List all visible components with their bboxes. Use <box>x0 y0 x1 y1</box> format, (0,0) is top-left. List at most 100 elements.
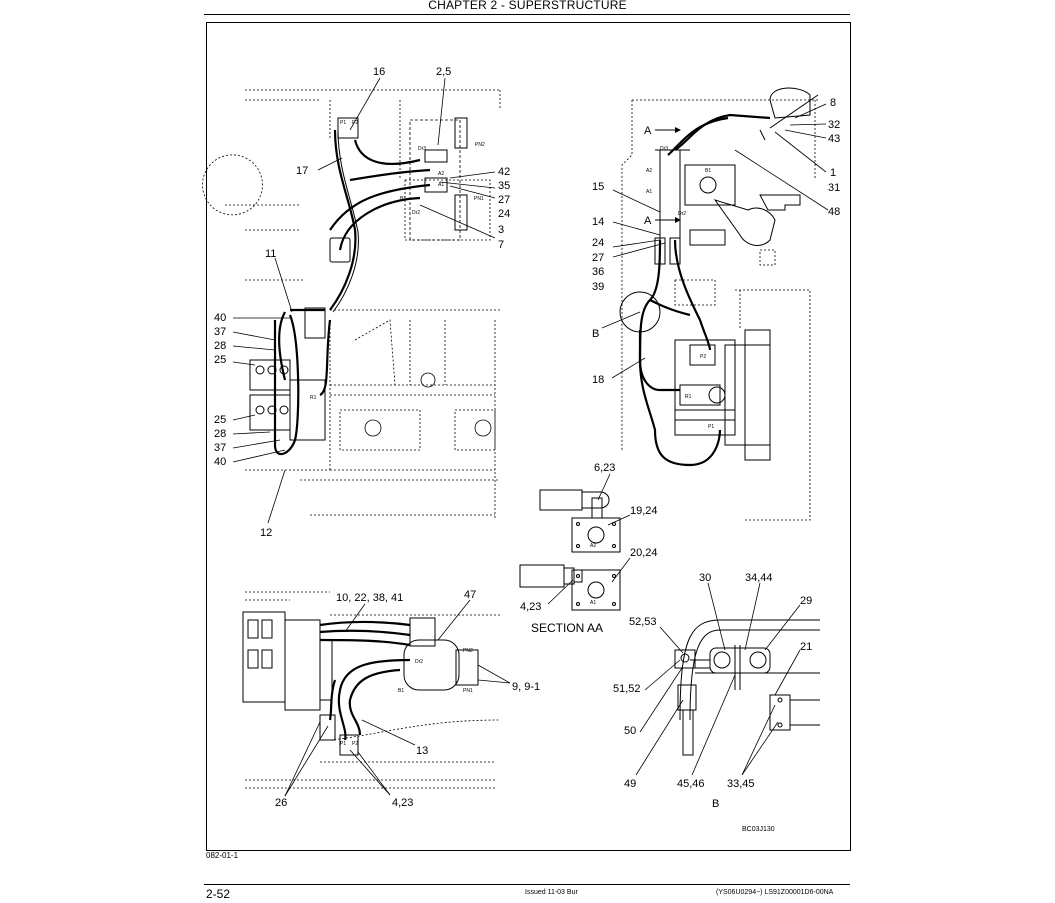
callout-48: 48 <box>828 206 840 218</box>
section-aa-view: A2 A1 <box>519 473 631 611</box>
port-label-dr2-bottom: Dr2 <box>415 659 423 665</box>
callout-35: 35 <box>498 180 510 192</box>
top-right-callouts: 8 32 43 1 31 48 A A 15 14 24 27 36 39 B … <box>592 97 840 386</box>
callout-24: 24 <box>498 208 510 220</box>
callout-34-44: 34,44 <box>745 572 773 584</box>
port-label-p1: P1 <box>340 120 346 126</box>
port-label-dr2: Dr2 <box>412 210 420 216</box>
footer-rule <box>204 884 850 885</box>
callout-15: 15 <box>592 181 604 193</box>
document-reference: (YS06U0294~) LS91Z00001D6-00NA <box>716 889 834 896</box>
callout-9-9-1: 9, 9-1 <box>512 681 540 693</box>
callout-10-22-38-41: 10, 22, 38, 41 <box>336 592 403 604</box>
view-a-label-bottom: A <box>644 215 652 227</box>
callout-40-top: 40 <box>214 312 226 324</box>
port-label-dr3: Dr3 <box>418 146 426 152</box>
callout-17: 17 <box>296 165 308 177</box>
callout-27-right: 27 <box>592 252 604 264</box>
detail-b-callouts: 30 34,44 29 52,53 21 51,52 50 49 45,46 3… <box>613 572 812 833</box>
callout-37-top: 37 <box>214 326 226 338</box>
callout-12: 12 <box>260 527 272 539</box>
callout-16: 16 <box>373 66 385 78</box>
section-aa-title: SECTION AA <box>531 621 603 635</box>
port-label-pn1: PN1 <box>474 196 484 202</box>
callout-42: 42 <box>498 166 510 178</box>
callout-21: 21 <box>800 641 812 653</box>
callout-33-45: 33,45 <box>727 778 755 790</box>
section-aa-callouts: 6,23 19,24 20,24 4,23 SECTION AA <box>520 462 658 635</box>
detail-b-view <box>635 582 820 776</box>
callout-25-bottom: 25 <box>214 414 226 426</box>
port-label-pn1-bottom: PN1 <box>463 688 473 694</box>
port-label-r1-right: R1 <box>685 394 692 400</box>
page-header-title: CHAPTER 2 - SUPERSTRUCTURE <box>428 0 627 12</box>
callout-28-top: 28 <box>214 340 226 352</box>
bottom-left-callouts: 10, 22, 38, 41 47 9, 9-1 13 26 4,23 <box>275 589 540 809</box>
callout-45-46: 45,46 <box>677 778 705 790</box>
callout-29: 29 <box>800 595 812 607</box>
callout-6-23: 6,23 <box>594 462 615 474</box>
callout-8: 8 <box>830 97 836 109</box>
callout-39: 39 <box>592 281 604 293</box>
callout-14: 14 <box>592 216 604 228</box>
callout-27: 27 <box>498 194 510 206</box>
bottom-left-view: Dr2 B1 PN2 PN1 P1 P2 <box>242 591 511 797</box>
callout-52-53: 52,53 <box>629 616 657 628</box>
port-label-p2-right: P2 <box>700 354 706 360</box>
callout-13: 13 <box>416 745 428 757</box>
callout-18: 18 <box>592 374 604 386</box>
callout-1: 1 <box>830 167 836 179</box>
callout-7: 7 <box>498 239 504 251</box>
port-label-b1-right: B1 <box>705 168 711 174</box>
figure-code: BC03J130 <box>742 826 775 833</box>
port-label-a2-section: A2 <box>590 543 596 549</box>
port-label-a1-section: A1 <box>590 600 596 606</box>
view-a-label-top: A <box>644 125 652 137</box>
callout-36: 36 <box>592 266 604 278</box>
callout-4-23-bottom: 4,23 <box>392 797 413 809</box>
callout-49: 49 <box>624 778 636 790</box>
port-label-a2: A2 <box>438 171 444 177</box>
top-left-view: P1 P2 Dr3 PN2 A2 A1 B1 PN1 Dr2 R1 <box>202 77 501 524</box>
header-rule <box>204 14 850 15</box>
callout-24-right: 24 <box>592 237 604 249</box>
port-label-b1: B1 <box>400 196 406 202</box>
callout-20-24: 20,24 <box>630 547 658 559</box>
port-label-b1-bottom: B1 <box>398 688 404 694</box>
callout-25-top: 25 <box>214 354 226 366</box>
callout-3: 3 <box>498 224 504 236</box>
issue-info: Issued 11-03 Bur <box>525 889 578 896</box>
port-label-dr2-right: Dr2 <box>678 211 686 217</box>
callout-30: 30 <box>699 572 711 584</box>
port-label-pn2-bottom: PN2 <box>463 648 473 654</box>
port-label-r1: R1 <box>310 395 317 401</box>
top-right-view: Dr3 A2 A1 B1 Dr2 P2 R1 P1 <box>601 87 829 521</box>
callout-11: 11 <box>265 248 276 260</box>
callout-4-23-section: 4,23 <box>520 601 541 613</box>
callout-19-24: 19,24 <box>630 505 658 517</box>
port-label-dr3-right: Dr3 <box>660 146 668 152</box>
callout-40-bottom: 40 <box>214 456 226 468</box>
port-label-a2-right: A2 <box>646 168 652 174</box>
callout-2-5: 2,5 <box>436 66 451 78</box>
port-label-p1-bottom: P1 <box>340 741 346 747</box>
callout-31: 31 <box>828 182 840 194</box>
callout-37-bottom: 37 <box>214 442 226 454</box>
callout-43: 43 <box>828 133 840 145</box>
figure-number: 082-01-1 <box>206 851 239 860</box>
callout-51-52: 51,52 <box>613 683 641 695</box>
callout-47: 47 <box>464 589 476 601</box>
port-label-a1-right: A1 <box>646 189 652 195</box>
callout-50: 50 <box>624 725 636 737</box>
port-label-a1: A1 <box>438 182 444 188</box>
callout-32: 32 <box>828 119 840 131</box>
callout-28-bottom: 28 <box>214 428 226 440</box>
view-b-marker: B <box>592 328 599 340</box>
port-label-p2-bottom: P2 <box>352 741 358 747</box>
top-left-callouts: 16 2,5 17 42 35 27 24 3 7 11 40 37 28 25… <box>214 66 510 539</box>
callout-26: 26 <box>275 797 287 809</box>
page-number: 2-52 <box>206 887 231 901</box>
port-label-p2: P2 <box>352 120 358 126</box>
diagram-frame <box>206 22 851 851</box>
